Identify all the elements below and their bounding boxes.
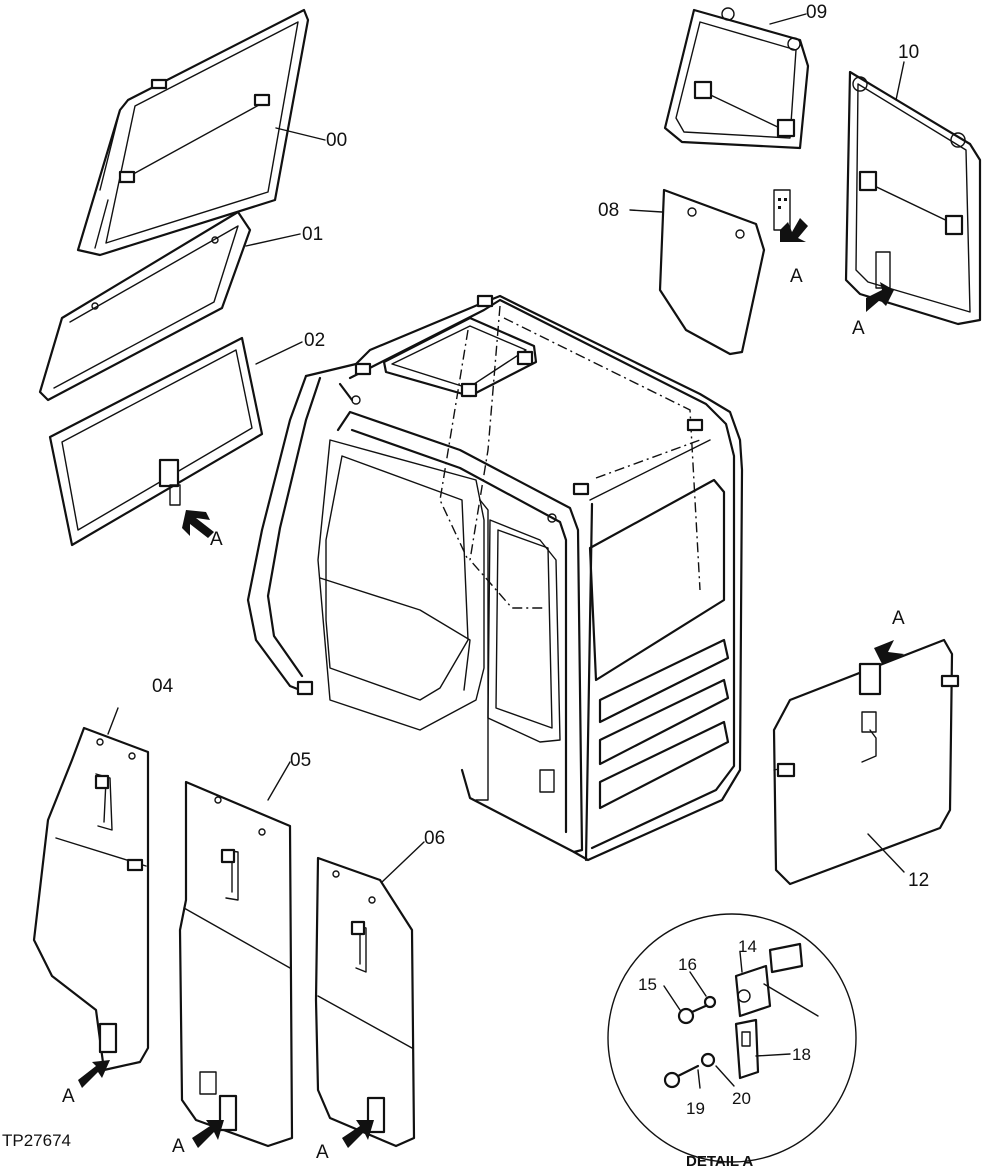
callout-05: 05 (290, 750, 311, 771)
callout-19: 19 (686, 1099, 705, 1118)
callout-12: 12 (908, 870, 929, 891)
callout-00: 00 (326, 130, 347, 151)
callout-06: 06 (424, 828, 445, 849)
callout-02: 02 (304, 330, 325, 351)
part-02-lower-window (48, 336, 303, 547)
arrow-label-a-09: A (790, 266, 803, 287)
arrow-a-09 (780, 218, 808, 242)
callout-20: 20 (732, 1089, 751, 1108)
callout-18: 18 (792, 1045, 811, 1064)
callout-09: 09 (806, 2, 827, 23)
callout-15: 15 (638, 975, 657, 994)
callout-14: 14 (738, 937, 757, 956)
arrow-label-a-04: A (62, 1086, 75, 1107)
part-00-roof-window (76, 8, 326, 257)
part-09-rear-upper-window (663, 7, 810, 231)
callout-10: 10 (898, 42, 919, 63)
arrow-label-a-10: A (852, 318, 865, 339)
arrow-label-a-06: A (316, 1142, 329, 1163)
arrow-label-a-12: A (892, 608, 905, 629)
arrow-a-10 (866, 282, 894, 312)
arrow-label-a-05: A (172, 1136, 185, 1157)
callout-04: 04 (152, 676, 174, 697)
cab-body (246, 294, 744, 862)
arrow-a-05 (192, 1120, 224, 1148)
callout-08: 08 (598, 200, 619, 221)
part-10-rear-window (844, 61, 982, 326)
arrow-a-06 (342, 1120, 374, 1148)
arrow-a-02 (182, 510, 214, 538)
detail-a-title: DETAIL A (686, 1153, 753, 1168)
part-05-door-panel (178, 761, 294, 1148)
arrow-label-a-02: A (210, 529, 223, 550)
callout-16: 16 (678, 955, 697, 974)
callout-01: 01 (302, 224, 323, 245)
part-08-small-panel (629, 188, 766, 356)
part-12-side-panel (772, 638, 960, 886)
part-04-door-panel (32, 707, 150, 1072)
arrow-a-12 (874, 640, 904, 664)
arrow-a-04 (78, 1060, 110, 1088)
drawing-id: TP27674 (2, 1131, 71, 1150)
part-06-door-panel (314, 841, 425, 1148)
detail-a-circle (607, 913, 857, 1163)
part-01-window-strip (38, 210, 301, 402)
